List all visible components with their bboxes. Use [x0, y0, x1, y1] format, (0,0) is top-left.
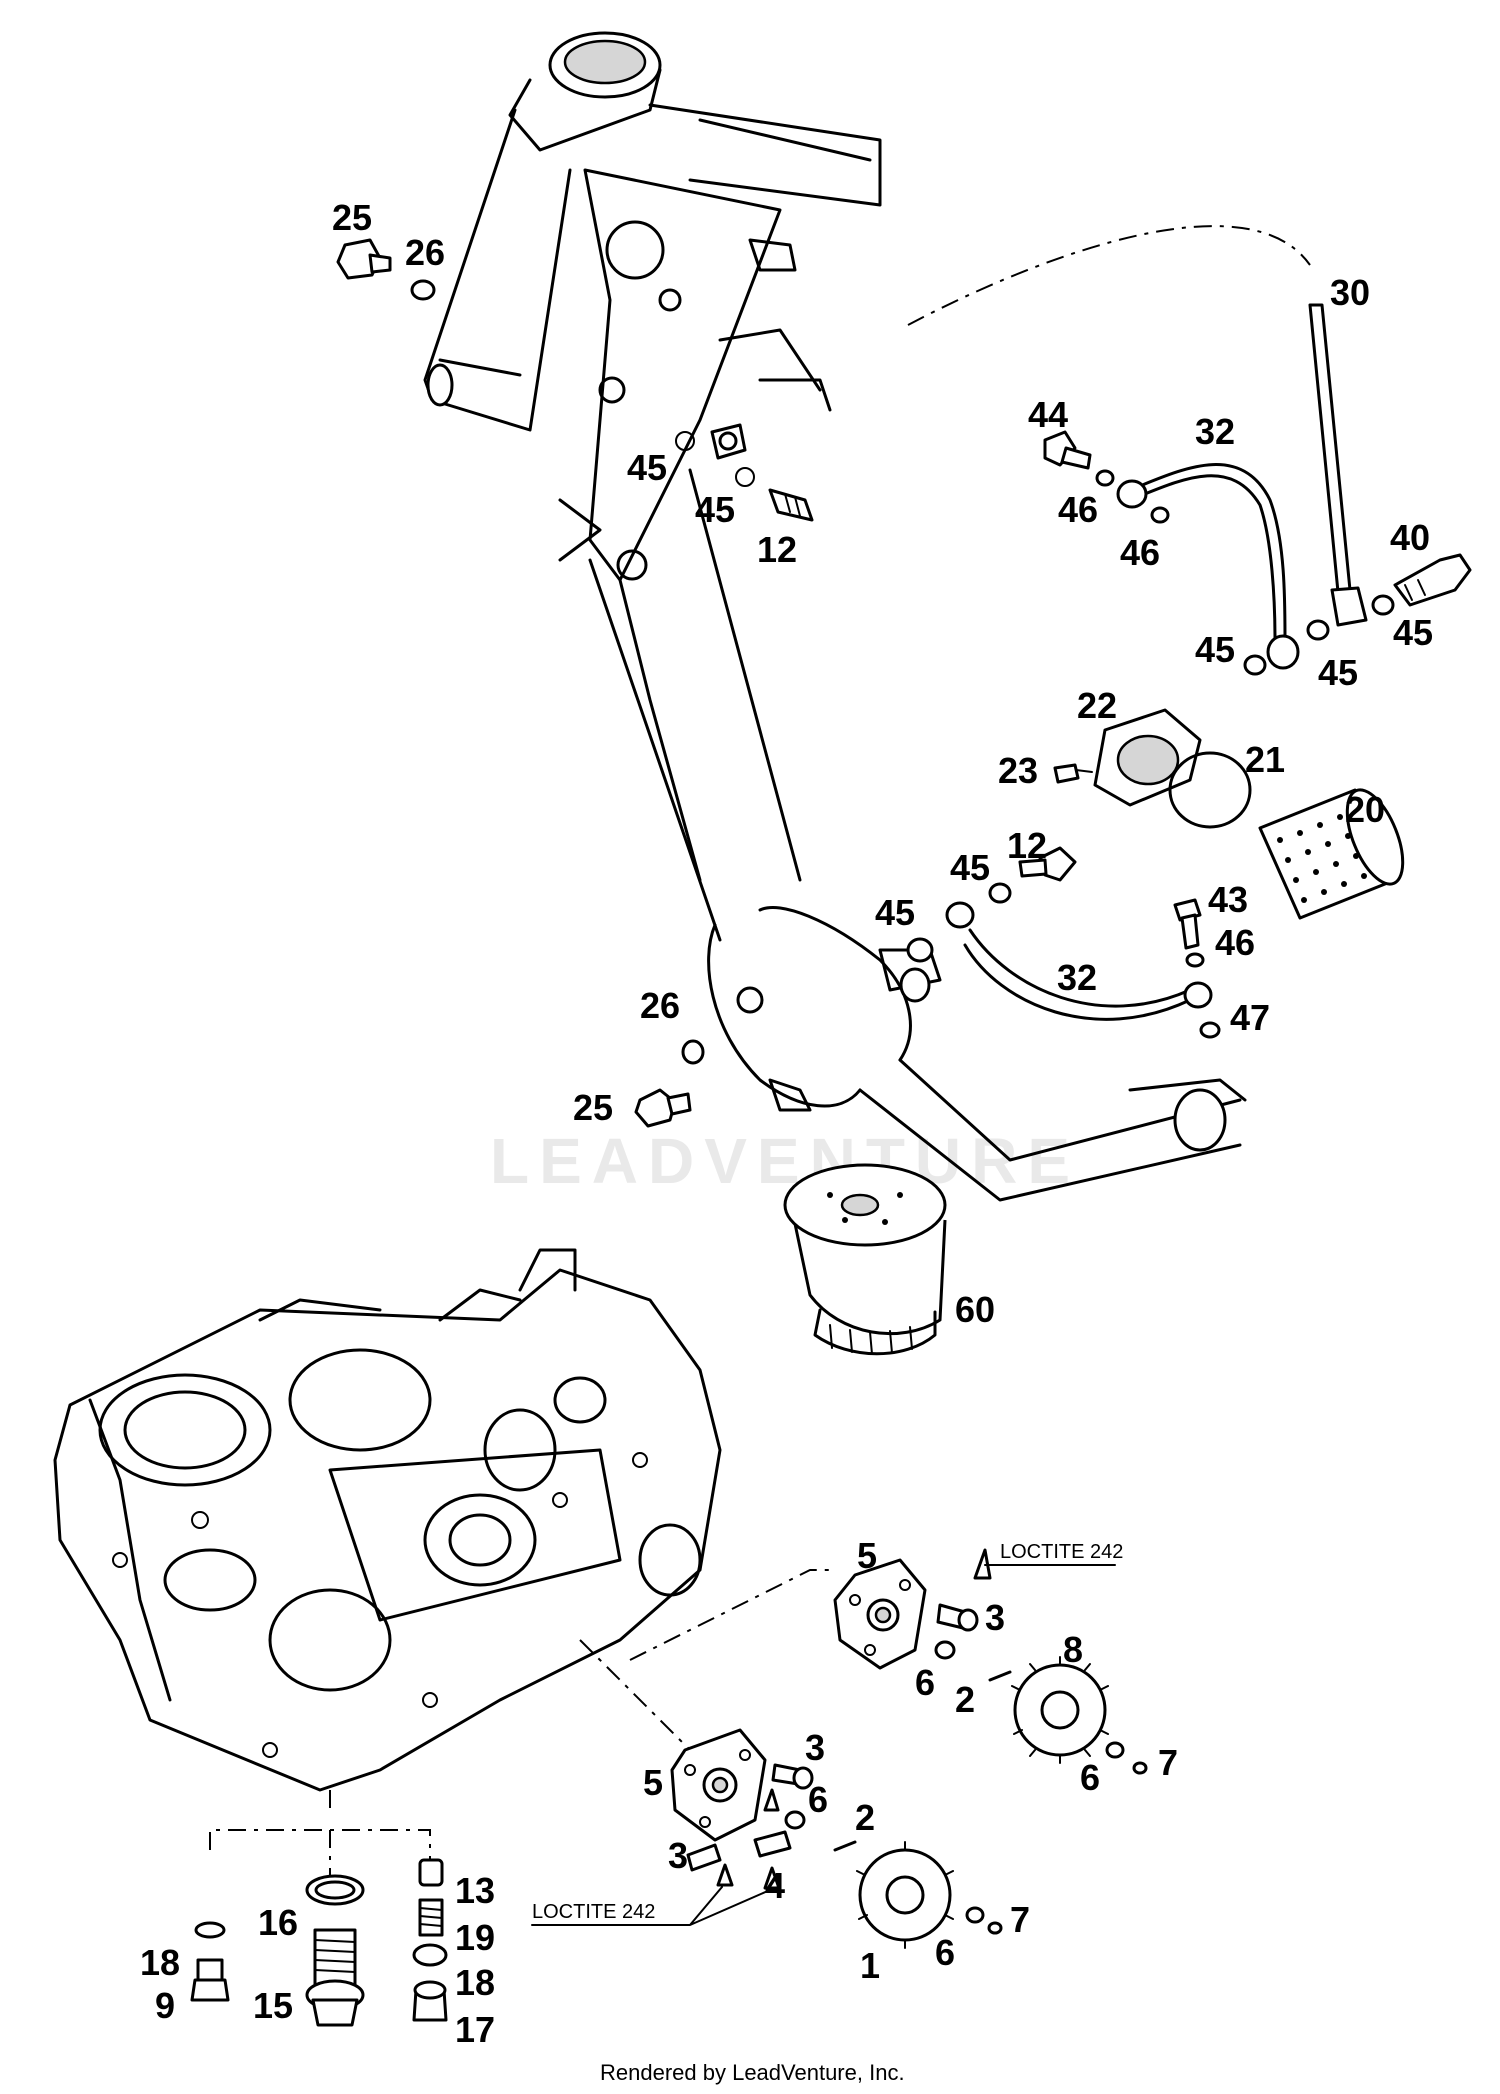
callout-23: 23 — [998, 750, 1038, 791]
loctite-note-lower: LOCTITE 242 — [532, 1901, 655, 1923]
callout-44: 44 — [1028, 394, 1068, 435]
spin-on-filter — [783, 1163, 947, 1356]
callout-6: 6 — [808, 1779, 828, 1820]
callout-32: 32 — [1057, 957, 1097, 998]
callout-3: 3 — [805, 1727, 825, 1768]
callout-46: 46 — [1215, 922, 1255, 963]
callout-7: 7 — [1158, 1742, 1178, 1783]
callout-18: 18 — [140, 1942, 180, 1983]
callout-45: 45 — [695, 489, 735, 530]
callout-26: 26 — [405, 232, 445, 273]
callout-25: 25 — [332, 197, 372, 238]
oil-pump-lower — [670, 1728, 1003, 1949]
oil-line-upper — [1043, 430, 1472, 676]
callout-47: 47 — [1230, 997, 1270, 1038]
callout-6: 6 — [935, 1932, 955, 1973]
filter-cover-group — [1053, 708, 1405, 920]
callout-5: 5 — [643, 1762, 663, 1803]
callout-21: 21 — [1245, 739, 1285, 780]
drain-plug-upper — [336, 238, 436, 301]
callout-6: 6 — [915, 1662, 935, 1703]
callout-30: 30 — [1330, 272, 1370, 313]
leader-line-pump-lower — [579, 1639, 701, 1761]
callout-43: 43 — [1208, 879, 1248, 920]
callout-22: 22 — [1077, 685, 1117, 726]
callout-45: 45 — [627, 447, 667, 488]
callout-6: 6 — [1080, 1757, 1100, 1798]
callout-2: 2 — [955, 1679, 975, 1720]
callout-3: 3 — [985, 1597, 1005, 1638]
leader-line-plugs — [209, 1790, 431, 1890]
callout-45: 45 — [1195, 629, 1235, 670]
callout-2: 2 — [855, 1797, 875, 1838]
oil-pump-upper — [833, 1548, 1148, 1775]
callout-45: 45 — [1318, 652, 1358, 693]
callout-46: 46 — [1058, 489, 1098, 530]
callout-7: 7 — [1010, 1899, 1030, 1940]
watermark: LEADVENTURE — [490, 1125, 1080, 1197]
callout-3: 3 — [668, 1835, 688, 1876]
credit-text: Rendered by LeadVenture, Inc. — [600, 2060, 905, 2085]
callout-1: 1 — [860, 1945, 880, 1986]
callout-26: 26 — [640, 985, 680, 1026]
lower-frame — [707, 905, 1247, 1202]
dipstick — [1308, 303, 1368, 627]
callout-9: 9 — [155, 1985, 175, 2026]
callout-5: 5 — [857, 1535, 877, 1576]
drain-plug-lower — [634, 1039, 705, 1128]
callout-20: 20 — [1345, 789, 1385, 830]
callout-45: 45 — [1393, 612, 1433, 653]
callout-40: 40 — [1390, 517, 1430, 558]
callout-15: 15 — [253, 1985, 293, 2026]
callout-4: 4 — [765, 1865, 785, 1906]
screen-and-plugs — [190, 1858, 448, 2027]
callout-18: 18 — [455, 1962, 495, 2003]
callout-12: 12 — [757, 529, 797, 570]
oil-line-lower — [906, 846, 1221, 1039]
callout-12: 12 — [1007, 825, 1047, 866]
callout-16: 16 — [258, 1902, 298, 1943]
frame-assembly — [423, 31, 882, 942]
loctite-leader-lower — [531, 1886, 771, 1926]
callout-8: 8 — [1063, 1629, 1083, 1670]
crankcase — [53, 1248, 722, 1792]
leader-line-pump-upper — [629, 1569, 830, 1661]
callout-45: 45 — [875, 892, 915, 933]
callout-45: 45 — [950, 847, 990, 888]
callout-60: 60 — [955, 1289, 995, 1330]
callout-32: 32 — [1195, 411, 1235, 452]
callout-19: 19 — [455, 1917, 495, 1958]
callout-17: 17 — [455, 2009, 495, 2050]
leader-line-30 — [907, 225, 1311, 326]
loctite-note-upper: LOCTITE 242 — [1000, 1541, 1123, 1563]
callout-13: 13 — [455, 1870, 495, 1911]
callout-labels: 25 26 45 45 12 30 44 32 46 46 40 45 45 4… — [140, 197, 1433, 2050]
callout-25: 25 — [573, 1087, 613, 1128]
callout-46: 46 — [1120, 532, 1160, 573]
